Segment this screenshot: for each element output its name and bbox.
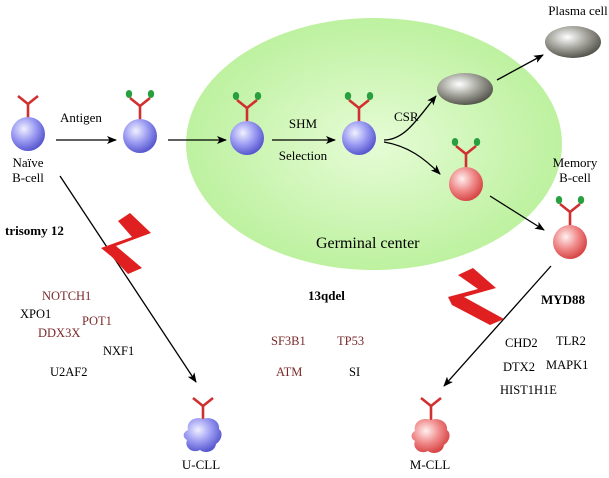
antigen-label: Antigen bbox=[60, 110, 102, 125]
myd88-label: MYD88 bbox=[541, 292, 586, 307]
mcll-transformation-arrow bbox=[443, 265, 552, 387]
mcll-label: M-CLL bbox=[410, 457, 451, 472]
gene-label: TLR2 bbox=[556, 334, 586, 348]
memory-exit-arrow bbox=[489, 195, 545, 231]
lightning-bolt-right bbox=[448, 268, 504, 325]
memory-path-arrow bbox=[383, 141, 441, 175]
memory-b-cell-label-line1: Memory bbox=[553, 155, 598, 170]
gene-label: ATM bbox=[276, 365, 302, 379]
gc-b-cell-post-shm bbox=[342, 92, 376, 155]
gene-label: NOTCH1 bbox=[42, 289, 91, 303]
memory-precursor-cell bbox=[449, 138, 483, 201]
ucll-gene-list: NOTCH1 XPO1 POT1 DDX3X NXF1 U2AF2 bbox=[20, 289, 134, 379]
germinal-center-label: Germinal center bbox=[316, 235, 420, 252]
gene-label: POT1 bbox=[82, 314, 112, 328]
memory-b-cell-label-line2: B-cell bbox=[559, 170, 591, 185]
antigen-bound-b-cell bbox=[123, 90, 157, 153]
plasma-cell bbox=[545, 26, 601, 58]
gene-label: XPO1 bbox=[20, 307, 51, 321]
plasma-cell-label: Plasma cell bbox=[548, 3, 608, 18]
shm-label: SHM bbox=[289, 116, 318, 131]
trisomy12-label: trisomy 12 bbox=[5, 223, 64, 238]
mcll-gene-list: CHD2 TLR2 DTX2 MAPK1 HIST1H1E bbox=[500, 334, 588, 397]
del13q-label: 13qdel bbox=[308, 288, 345, 303]
plasmablast-cell bbox=[437, 73, 493, 105]
csr-label: CSR bbox=[394, 109, 419, 124]
memory-b-cell bbox=[553, 196, 587, 259]
mcll-cell bbox=[411, 396, 450, 453]
gene-label: TP53 bbox=[337, 334, 364, 348]
gene-label: MAPK1 bbox=[546, 358, 588, 372]
naive-b-cell bbox=[11, 94, 45, 151]
gene-label: CHD2 bbox=[505, 336, 538, 350]
gene-label: NXF1 bbox=[103, 344, 134, 358]
shared-gene-list: SF3B1 TP53 ATM SI bbox=[271, 334, 364, 379]
gene-label: DTX2 bbox=[503, 360, 535, 374]
gene-label: DDX3X bbox=[38, 326, 80, 340]
ucll-transformation-arrow bbox=[59, 175, 197, 383]
naive-b-cell-label-line1: Naïve bbox=[12, 155, 43, 170]
lightning-bolt-left bbox=[101, 213, 151, 274]
selection-label: Selection bbox=[279, 148, 328, 163]
gene-label: HIST1H1E bbox=[500, 383, 557, 397]
naive-b-cell-label-line2: B-cell bbox=[12, 170, 44, 185]
gene-label: SI bbox=[349, 365, 360, 379]
gene-label: U2AF2 bbox=[50, 365, 88, 379]
ucll-label: U-CLL bbox=[182, 457, 220, 472]
ucll-cell bbox=[183, 396, 222, 452]
plasma-arrow bbox=[496, 54, 544, 81]
gc-b-cell-pre-shm bbox=[230, 92, 264, 155]
gene-label: SF3B1 bbox=[271, 334, 306, 348]
csr-arrow bbox=[383, 95, 437, 141]
